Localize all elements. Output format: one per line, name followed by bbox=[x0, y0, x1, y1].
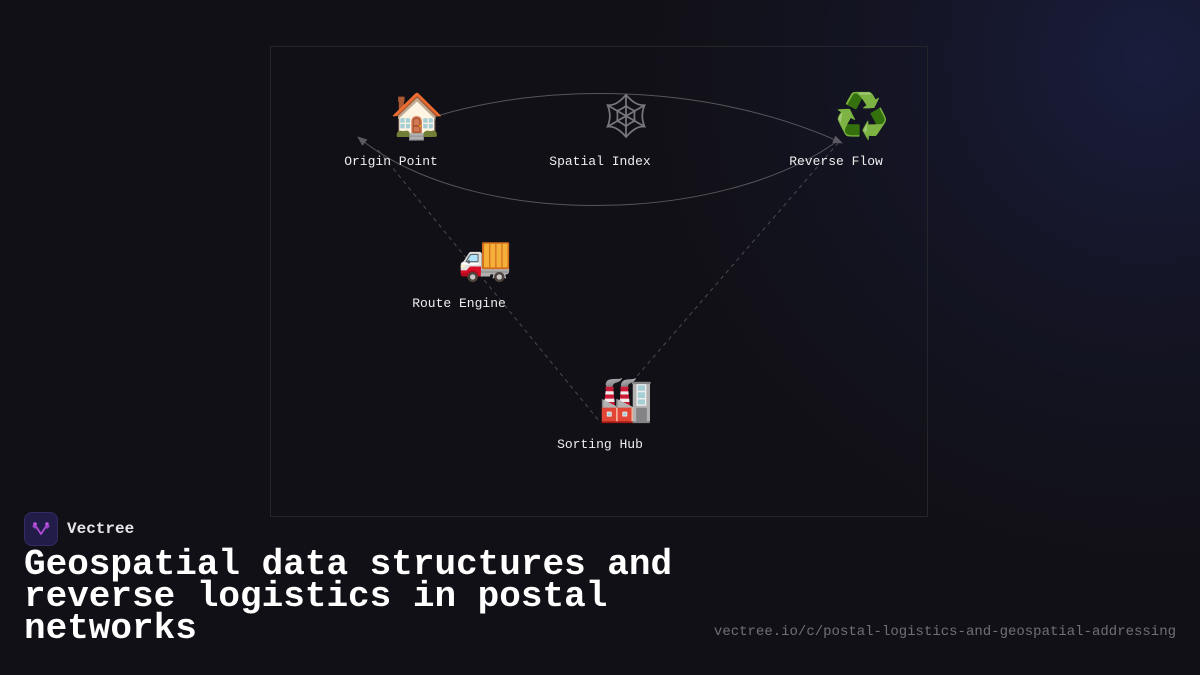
brand: Vectree bbox=[24, 512, 134, 546]
diagram-frame bbox=[270, 46, 928, 517]
node-reverse-flow[interactable]: ♻️ Reverse Flow bbox=[756, 91, 916, 170]
vectree-logo-icon bbox=[24, 512, 58, 546]
source-url: vectree.io/c/postal-logistics-and-geospa… bbox=[713, 624, 1176, 640]
node-label: Spatial Index bbox=[549, 154, 651, 169]
node-label: Route Engine bbox=[412, 296, 506, 311]
node-origin-point[interactable]: 🏠 Origin Point bbox=[311, 91, 471, 170]
node-spatial-index[interactable]: 🕸 Spatial Index bbox=[520, 91, 680, 170]
edge-origin-to-reverse bbox=[407, 93, 843, 144]
spider-web-icon: 🕸 bbox=[598, 91, 654, 142]
node-label: Reverse Flow bbox=[789, 154, 883, 169]
node-sorting-hub[interactable]: 🏭 Sorting Hub bbox=[520, 374, 680, 453]
page-title: Geospatial data structures and reverse l… bbox=[24, 544, 673, 649]
factory-icon: 🏭 bbox=[598, 374, 654, 425]
node-label: Sorting Hub bbox=[557, 437, 643, 452]
edge-reverse-to-origin bbox=[357, 136, 837, 206]
node-route-engine[interactable]: 🚚 Route Engine bbox=[379, 233, 539, 312]
recycle-icon: ♻️ bbox=[834, 91, 890, 142]
edge-hub-to-reverse bbox=[631, 142, 839, 383]
edge-origin-to-hub bbox=[377, 149, 601, 423]
delivery-truck-icon: 🚚 bbox=[457, 233, 513, 284]
brand-name: Vectree bbox=[67, 520, 135, 538]
node-label: Origin Point bbox=[344, 154, 438, 169]
house-icon: 🏠 bbox=[389, 91, 445, 142]
